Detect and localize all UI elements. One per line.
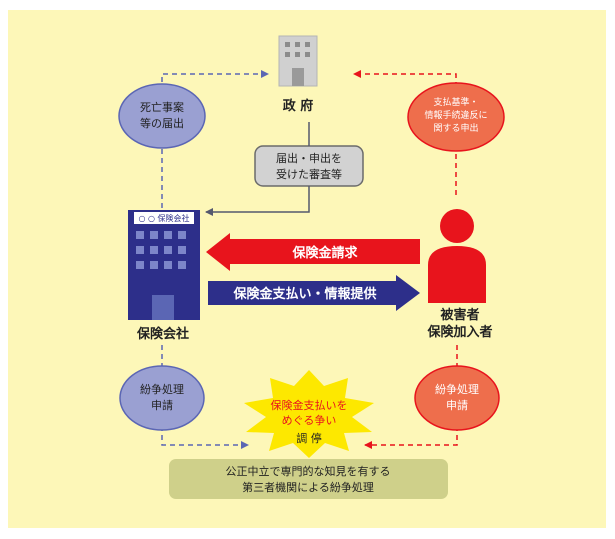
dispute-left-arrow [161, 345, 249, 449]
payment-arrow-label: 保険金支払い・情報提供 [232, 286, 376, 302]
government-label: 政 府 [283, 98, 314, 114]
third-party-line1: 公正中立で専門的な知見を有する [226, 464, 391, 478]
claim-arrow-label: 保険金請求 [291, 245, 358, 261]
dispute-right-bubble [414, 365, 500, 431]
third-party-line2: 第三者機関による紛争処理 [242, 480, 374, 494]
complaint-to-gov-arrow [353, 70, 457, 195]
conflict-burst [244, 370, 374, 458]
dispute-left-bubble [119, 365, 205, 431]
complaint-bubble [407, 82, 505, 152]
insurer-label: 保険会社 [136, 326, 189, 342]
dispute-right-arrow [364, 345, 458, 449]
dispute-right-line2: 申請 [446, 398, 468, 412]
review-text-line1: 届出・申出を [276, 151, 342, 165]
payment-arrow [208, 275, 420, 311]
dispute-right-line1: 紛争処理 [435, 382, 479, 396]
complaint-line3: 関する申出 [433, 122, 478, 134]
complaint-line1: 支払基準・ [433, 96, 478, 108]
claim-arrow [206, 233, 420, 271]
review-to-insurer-arrow [205, 186, 310, 216]
insurer-sign: ○ ○ 保険会社 [138, 213, 189, 223]
complaint-line2: 情報手続違反に [424, 109, 487, 121]
conflict-line1: 保険金支払いを [271, 398, 348, 412]
third-party-box [169, 459, 448, 499]
victim-label-line1: 被害者 [439, 307, 479, 323]
death-report-line2: 等の届出 [140, 116, 184, 130]
dispute-left-line2: 申請 [151, 398, 173, 412]
death-report-bubble [118, 83, 206, 149]
person-icon [428, 209, 486, 303]
review-text-line2: 受けた審査等 [276, 167, 342, 181]
dispute-left-line1: 紛争処理 [140, 382, 184, 396]
government-building-icon [278, 35, 318, 87]
mediation-label: 調 停 [296, 431, 322, 445]
insurer-building-icon [128, 210, 200, 320]
conflict-line2: めぐる争い [282, 413, 337, 427]
victim-label-line2: 保険加入者 [426, 324, 492, 340]
death-report-line1: 死亡事案 [140, 100, 184, 114]
